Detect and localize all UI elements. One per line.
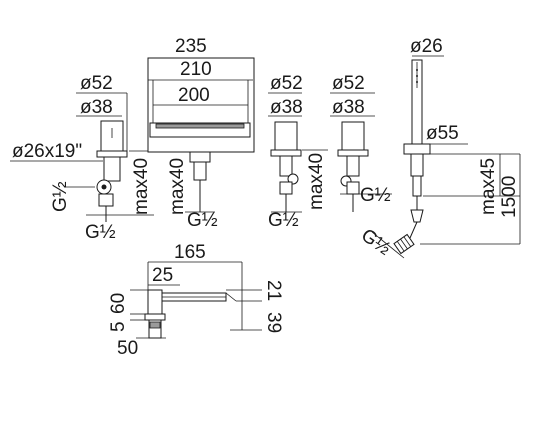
spout-neck <box>189 151 211 163</box>
mid1-body <box>279 155 293 177</box>
mid2-flange <box>337 149 369 157</box>
left-valve-nut <box>98 193 114 207</box>
label-50: 50 <box>117 338 138 359</box>
label-39: 39 <box>263 312 284 333</box>
shower-hose-sleeve <box>412 175 422 197</box>
section-body <box>147 289 163 315</box>
label-max45: max45 <box>478 158 499 215</box>
label-165: 165 <box>174 242 206 263</box>
label-d55: ø55 <box>426 123 459 144</box>
shower-nozzle-dot-3 <box>416 81 418 83</box>
left-valve-body <box>103 156 121 182</box>
section-view <box>130 261 262 339</box>
shower-nozzle-dot-1 <box>416 69 418 71</box>
shower-hose-lower <box>409 221 418 239</box>
shower-elbow-ridge-1 <box>396 241 405 252</box>
label-spout-max40: max40 <box>167 158 188 215</box>
spout-body <box>193 161 207 181</box>
label-left-d52: ø52 <box>80 73 113 94</box>
label-mid-max40: max40 <box>306 153 327 210</box>
shower-elbow <box>393 233 415 255</box>
label-1500: 1500 <box>499 176 520 218</box>
mid2-nut <box>346 181 360 195</box>
shower-holder-flange <box>403 143 431 155</box>
label-mid1-d52: ø52 <box>270 73 303 94</box>
label-5: 5 <box>108 321 129 332</box>
label-d26x19: ø26x19" <box>12 141 82 162</box>
shower-hose-coupling <box>410 209 424 223</box>
shower-holder-body <box>410 153 424 177</box>
mid2-body <box>346 155 360 177</box>
label-mid1-g12: G½ <box>268 210 299 231</box>
shower-elbow-ridge-3 <box>403 236 412 247</box>
label-left-max40: max40 <box>131 158 152 215</box>
mid1-nut <box>279 181 293 195</box>
label-210: 210 <box>180 59 212 80</box>
label-left-g12-bottom: G½ <box>85 222 116 243</box>
label-60: 60 <box>108 293 129 314</box>
label-d26: ø26 <box>410 36 443 57</box>
section-spout-tip <box>225 292 237 302</box>
left-valve-connector-core <box>101 184 107 190</box>
shower-nozzle-dot-2 <box>416 75 418 77</box>
label-mid2-d52: ø52 <box>332 73 365 94</box>
label-mid2-g12: G½ <box>360 185 391 206</box>
label-21: 21 <box>263 280 284 301</box>
label-mid2-d38: ø38 <box>332 97 365 118</box>
label-spout-g12: G½ <box>187 210 218 231</box>
spout-blade-opening <box>155 123 245 129</box>
left-valve-flange <box>96 150 128 158</box>
mid1-handle <box>274 121 298 151</box>
hand-shower <box>371 55 521 259</box>
shower-dim-g12-leader <box>371 231 405 259</box>
label-235: 235 <box>175 36 207 57</box>
label-left-d38: ø38 <box>80 97 113 118</box>
left-valve <box>10 92 154 222</box>
shower-elbow-ridge-2 <box>400 238 408 250</box>
label-shower-g12: G½ <box>357 225 394 260</box>
label-left-g12-side: G½ <box>50 181 71 212</box>
middle-valve-2 <box>330 92 392 212</box>
spout <box>147 57 255 213</box>
middle-valve-1 <box>268 92 328 213</box>
mid2-handle <box>341 121 365 151</box>
section-flange <box>144 313 166 321</box>
label-25: 25 <box>152 265 173 286</box>
label-200: 200 <box>178 85 210 106</box>
mid1-flange <box>270 149 302 157</box>
section-shank-thread <box>149 321 161 329</box>
label-mid1-d38: ø38 <box>270 97 303 118</box>
